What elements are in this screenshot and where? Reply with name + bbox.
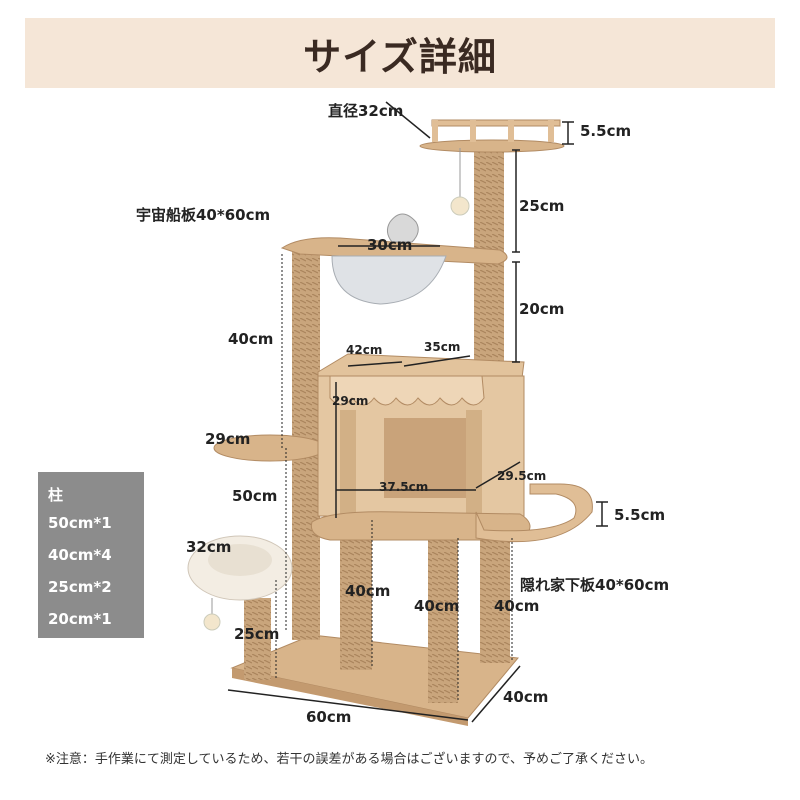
clear-bowl — [331, 255, 447, 305]
title-banner: サイズ詳細 — [25, 18, 775, 88]
hideaway-board-label: 隠れ家下板40*60cm — [520, 576, 670, 594]
page-title: サイズ詳細 — [303, 35, 497, 79]
small-shelf-label: 29cm — [205, 430, 251, 448]
house-height-label: 29cm — [332, 394, 369, 408]
top-diameter-label: 直径32cm — [328, 102, 404, 120]
top-height-label: 5.5cm — [580, 122, 632, 140]
house-width-label: 42cm — [346, 343, 383, 357]
spaceship-board-label: 宇宙船板40*60cm — [136, 206, 271, 224]
curved-rail — [475, 483, 593, 543]
left-tall-pole-label: 40cm — [228, 330, 274, 348]
center-pole-a-label: 40cm — [345, 582, 391, 600]
left-pole-lower-label: 50cm — [232, 487, 278, 505]
pillar-item: 40cm*4 — [48, 546, 112, 564]
bowl-width-label: 30cm — [367, 236, 413, 254]
base-width-label: 60cm — [306, 708, 352, 726]
toy-ball-top — [450, 196, 470, 216]
upper-pole-label: 25cm — [519, 197, 565, 215]
center-pole-b-label: 40cm — [414, 597, 460, 615]
center-pole-a — [340, 530, 372, 670]
opening-depth-label: 29.5cm — [497, 469, 547, 483]
bed-pole — [244, 598, 271, 680]
top-platform — [419, 139, 565, 153]
center-pole-b — [428, 533, 458, 703]
right-pole — [480, 533, 510, 663]
spaceship-board — [280, 237, 508, 265]
opening-width-label: 37.5cm — [379, 480, 429, 494]
pillar-item: 25cm*2 — [48, 578, 112, 596]
house-opening — [384, 418, 474, 498]
base-depth-label: 40cm — [503, 688, 549, 706]
pillar-list-heading: 柱 — [48, 486, 64, 504]
pillar-item: 20cm*1 — [48, 610, 112, 628]
bed-pole-label: 25cm — [234, 625, 280, 643]
pillar-item: 50cm*1 — [48, 514, 112, 532]
bed-diameter-label: 32cm — [186, 538, 232, 556]
right-rim-height-label: 5.5cm — [614, 506, 666, 524]
house-depth-label: 35cm — [424, 340, 461, 354]
mid-pole-label: 20cm — [519, 300, 565, 318]
pillar-list-panel: 柱 50cm*1 40cm*4 25cm*2 20cm*1 — [38, 472, 144, 638]
measurement-note: ※注意：手作業にて測定しているため、若干の誤差がある場合はございますので、予めご… — [45, 752, 653, 767]
toy-ball-bed — [203, 613, 221, 631]
hideaway-board — [310, 511, 531, 541]
right-pole-label: 40cm — [494, 597, 540, 615]
